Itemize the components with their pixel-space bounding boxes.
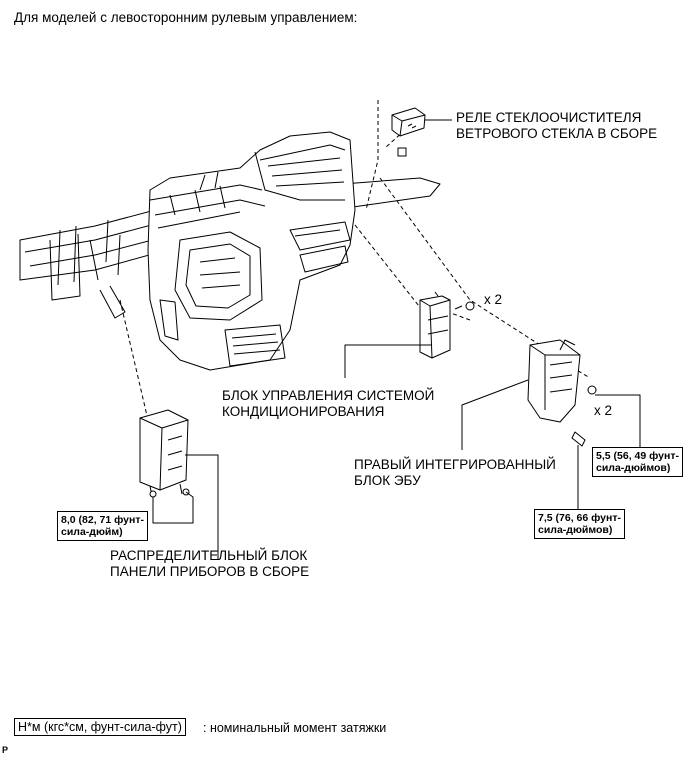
label-ac-control-block: БЛОК УПРАВЛЕНИЯ СИСТЕМОЙ КОНДИЦИОНИРОВАН… [222,388,435,419]
torque-distribution-block: 8,0 (82, 71 фунт- сила-дюйм) [57,511,148,541]
torque-legend-box: Н*м (кгс*см, фунт-сила-фут) [14,718,186,736]
hvac-unit [147,131,356,371]
page-heading: Для моделей с левосторонним рулевым упра… [14,10,358,25]
solid-leaders [152,119,641,560]
ecu-block [527,339,597,447]
torque-legend-description: : номинальный момент затяжки [203,721,387,735]
ac-screw-multiplier: x 2 [484,292,503,307]
label-wiper-relay: РЕЛЕ СТЕКЛООЧИСТИТЕЛЯ ВЕТРОВОГО СТЕКЛА В… [456,110,658,141]
ac-control-block [419,291,475,359]
torque-ecu-nut: 5,5 (56, 49 фунт- сила-дюймов) [592,447,683,477]
wiper-relay [391,107,426,157]
ecu-nut-multiplier: x 2 [594,403,613,418]
corner-mark: P [2,745,9,755]
torque-ecu-bolt: 7,5 (76, 66 фунт- сила-дюймов) [534,509,625,539]
label-ecu-block: ПРАВЫЙ ИНТЕГРИРОВАННЫЙ БЛОК ЭБУ [354,457,556,488]
label-distribution-block: РАСПРЕДЕЛИТЕЛЬНЫЙ БЛОК ПАНЕЛИ ПРИБОРОВ В… [110,548,310,579]
distribution-block [139,409,190,498]
